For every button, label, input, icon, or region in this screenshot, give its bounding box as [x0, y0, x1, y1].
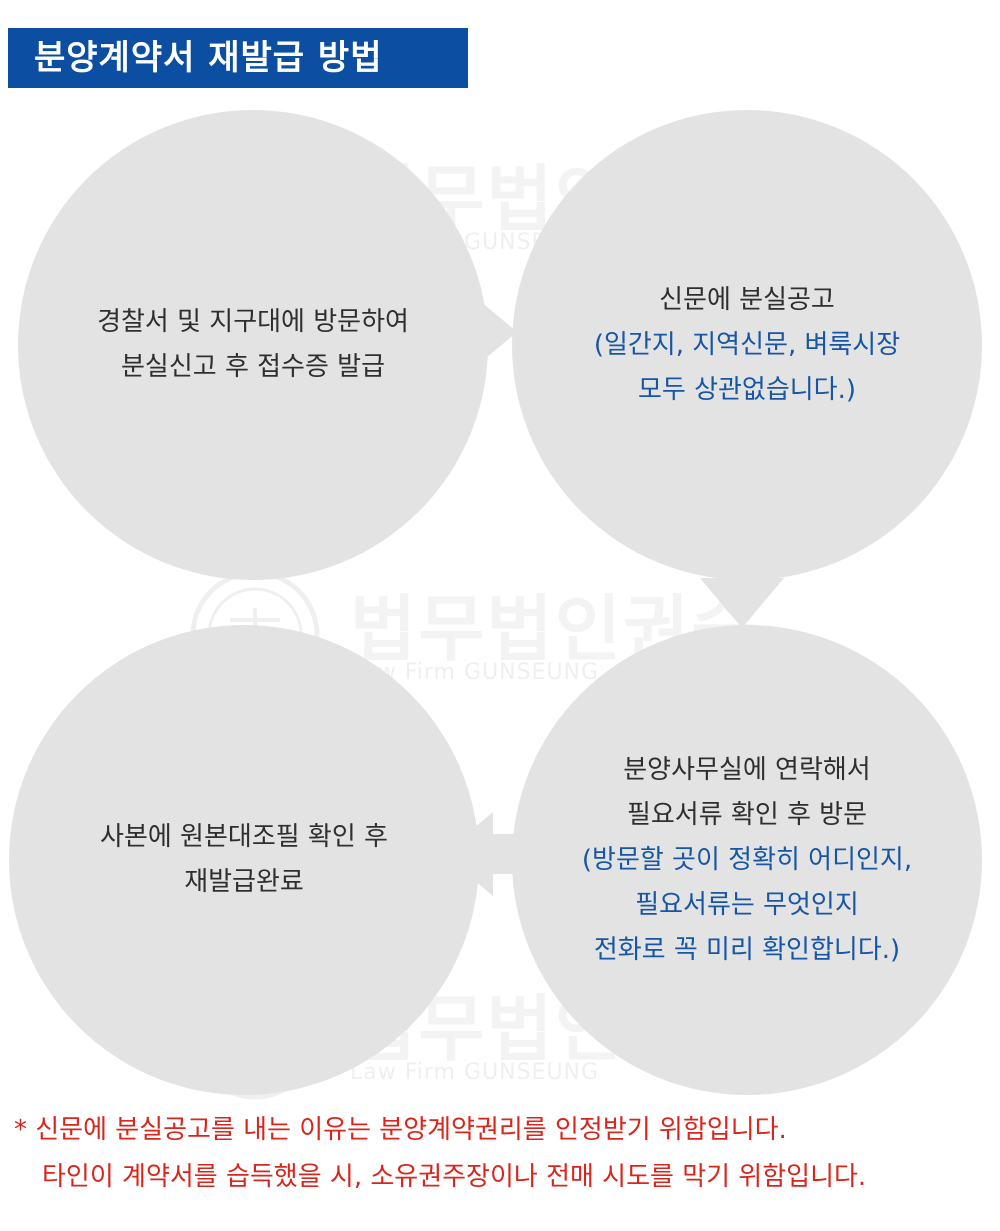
arrow-right-icon	[435, 290, 517, 374]
step-1-circle: 경찰서 및 지구대에 방문하여 분실신고 후 접수증 발급	[18, 110, 488, 580]
step-2-text: 신문에 분실공고	[659, 284, 835, 315]
step-3-note: 필요서류는 무엇인지	[635, 889, 859, 920]
arrow-left-icon	[443, 812, 525, 896]
arrow-down-icon	[700, 540, 784, 628]
step-3-text: 분양사무실에 연락해서	[623, 754, 871, 785]
step-2-note: 모두 상관없습니다.)	[637, 374, 857, 405]
step-2-circle: 신문에 분실공고 (일간지, 지역신문, 벼룩시장 모두 상관없습니다.)	[512, 110, 982, 580]
step-3-text: 필요서류 확인 후 방문	[626, 799, 868, 830]
step-4-text: 재발급완료	[184, 867, 304, 897]
watermark-english: Law Firm GUNSEUNG	[350, 1060, 600, 1085]
page-title: 분양계약서 재발급 방법	[8, 28, 468, 88]
step-3-note: 전화로 꼭 미리 확인합니다.)	[593, 934, 901, 965]
step-4-circle: 사본에 원본대조필 확인 후 재발급완료	[9, 625, 479, 1095]
step-1-text: 경찰서 및 지구대에 방문하여	[97, 307, 409, 337]
footnote-line-1: * 신문에 분실공고를 내는 이유는 분양계약권리를 인정받기 위함입니다.	[14, 1115, 787, 1145]
step-4-text: 사본에 원본대조필 확인 후	[100, 822, 388, 852]
step-3-note: (방문할 곳이 정확히 어디인지,	[581, 844, 913, 875]
step-3-circle: 분양사무실에 연락해서 필요서류 확인 후 방문 (방문할 곳이 정확히 어디인…	[512, 625, 982, 1095]
footnote-line-2: 타인이 계약서를 습득했을 시, 소유권주장이나 전매 시도를 막기 위함입니다…	[42, 1162, 867, 1192]
step-1-text: 분실신고 후 접수증 발급	[121, 352, 385, 382]
step-2-note: (일간지, 지역신문, 벼룩시장	[593, 329, 901, 360]
